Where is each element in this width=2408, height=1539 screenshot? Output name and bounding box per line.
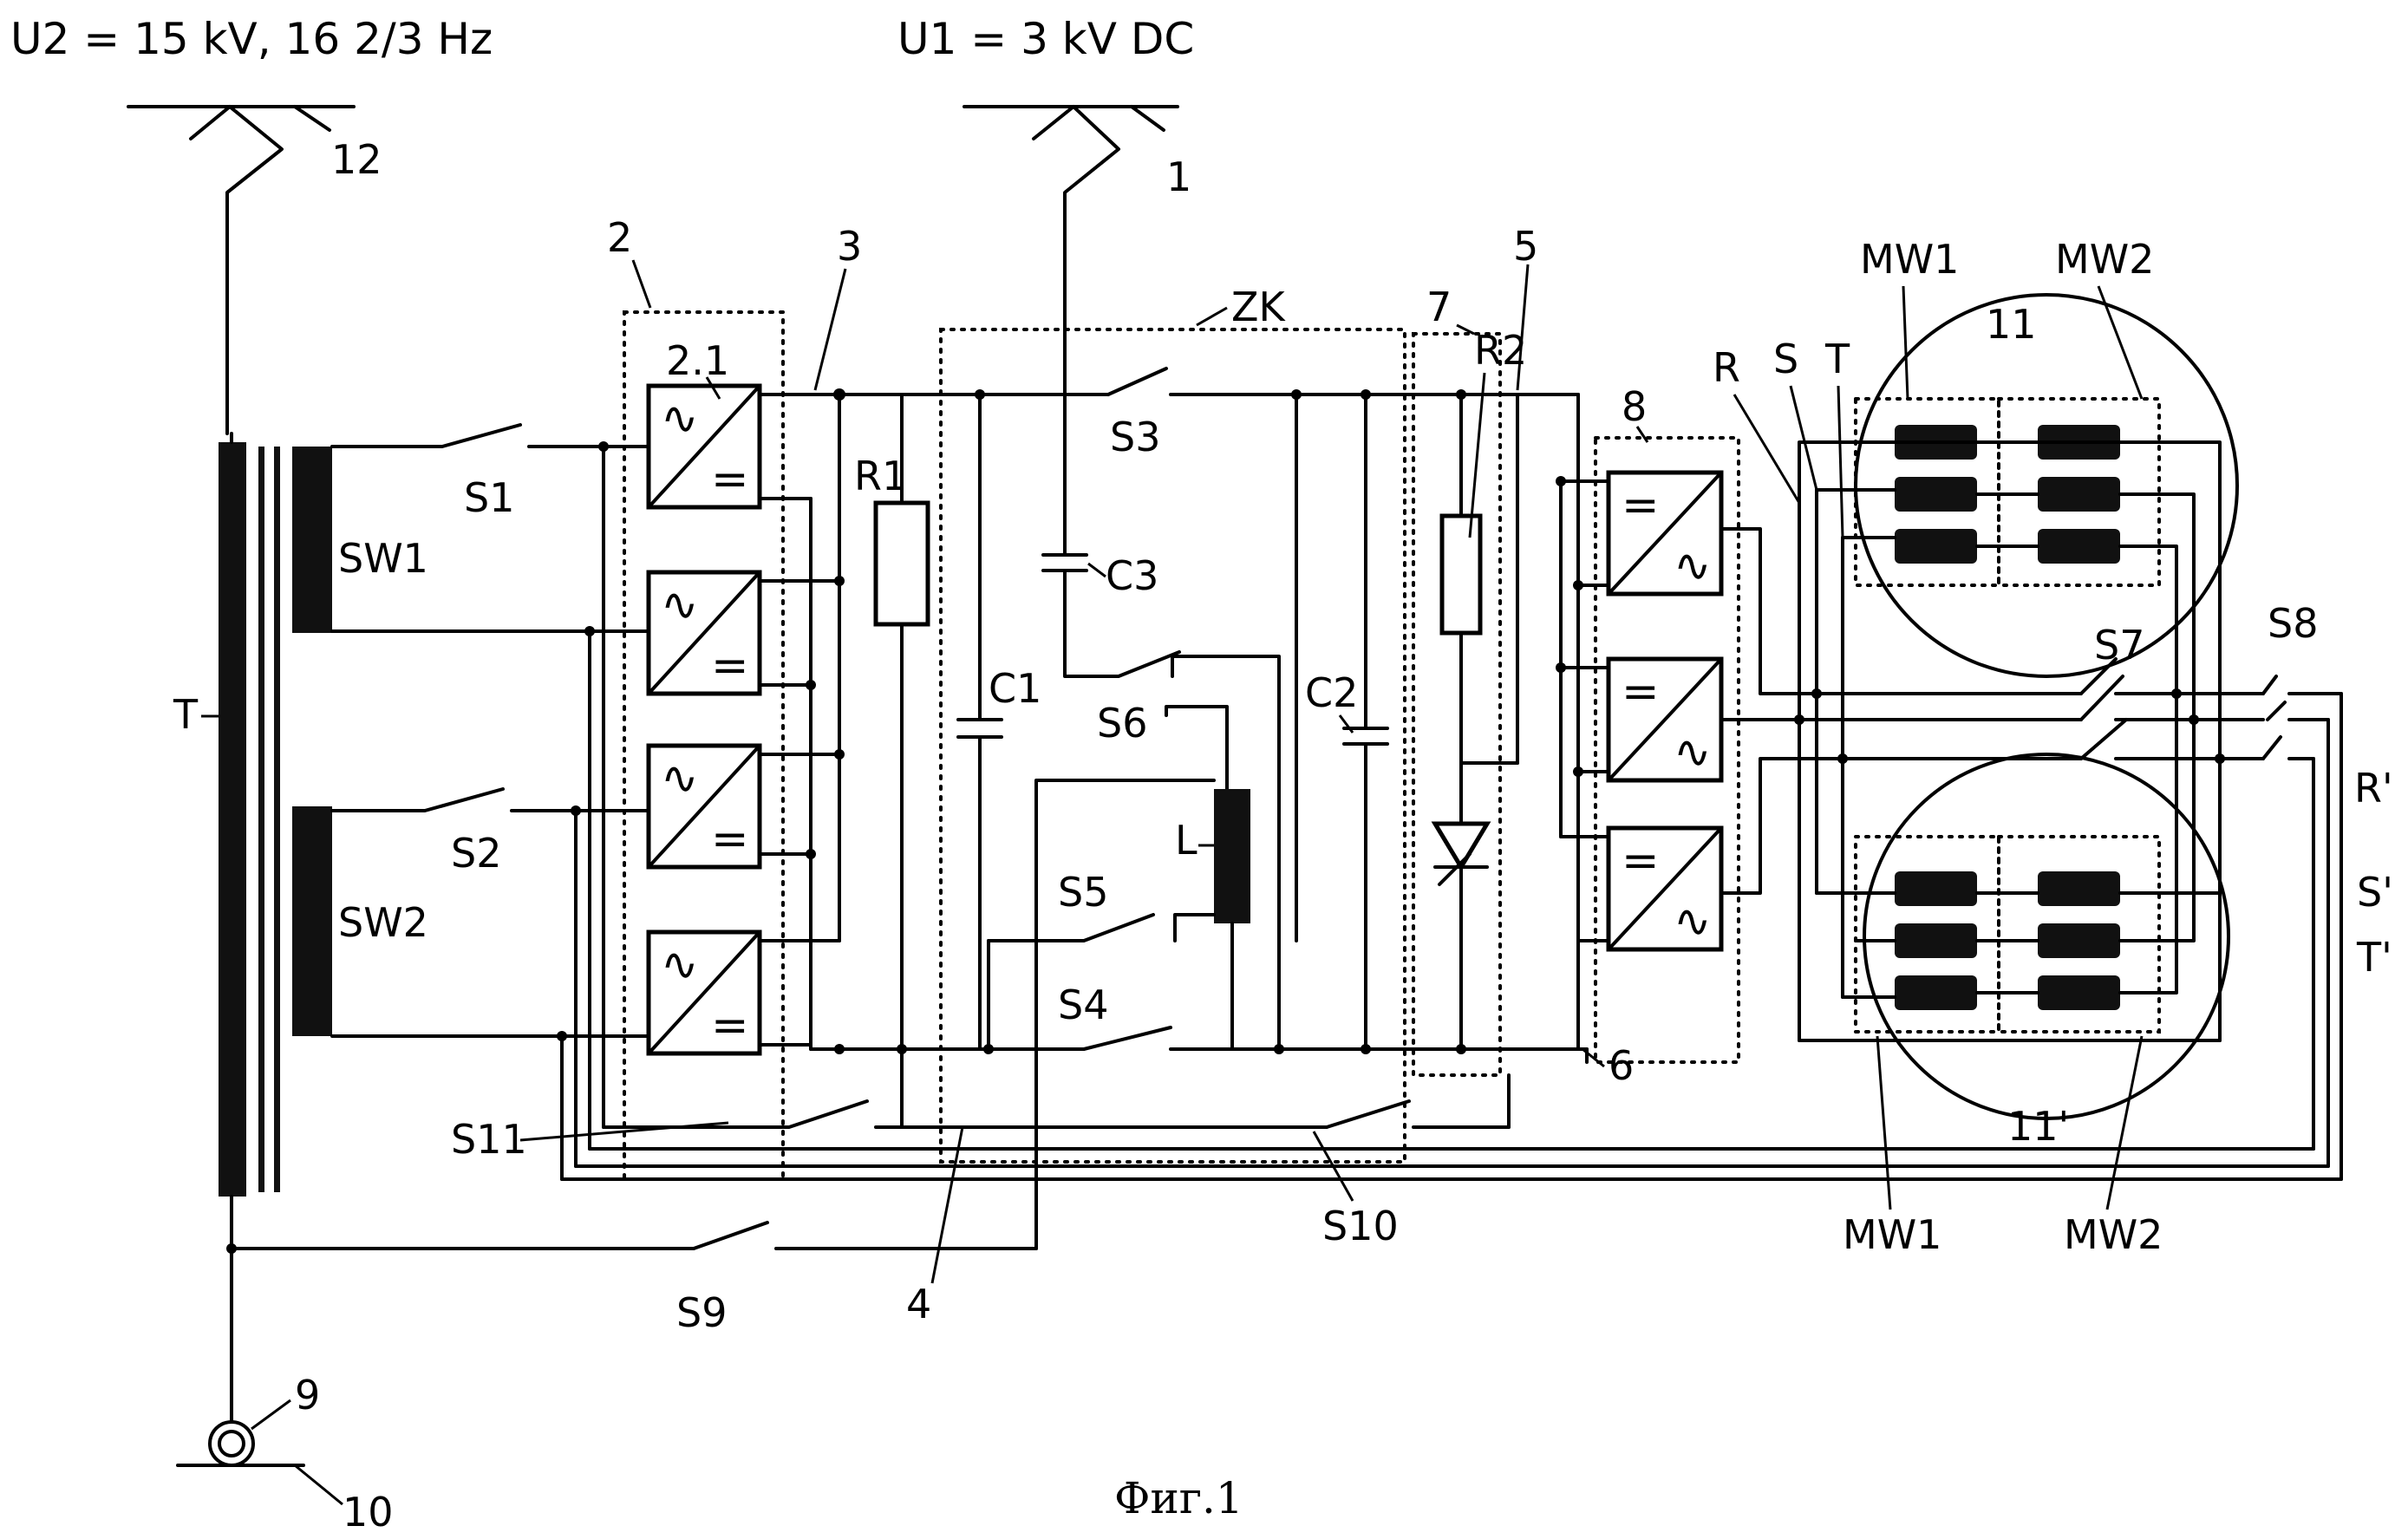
svg-text:=: =: [1622, 479, 1660, 531]
switch-s4-label: S4: [1058, 981, 1108, 1028]
svg-text:∿: ∿: [661, 939, 699, 991]
bus-neg-out-label: 6: [1609, 1042, 1634, 1089]
c1-label: C1: [989, 665, 1041, 712]
inductor-label: L: [1175, 817, 1197, 864]
link-label: ZK: [1231, 284, 1287, 330]
phase-s-label: S: [1773, 336, 1798, 382]
dc-supply-label: U1 = 3 kV DC: [897, 14, 1194, 64]
svg-text:=: =: [711, 640, 749, 692]
converter-4: ∿ =: [649, 932, 760, 1053]
transformer-label: T: [173, 691, 199, 738]
mw1-top-label: MW1: [1860, 236, 1959, 283]
winding1-label: SW1: [338, 535, 428, 582]
ac-supply-label: U2 = 15 kV, 16 2/3 Hz: [10, 14, 493, 64]
dc-pantograph: [964, 107, 1178, 538]
converter-first-label: 2.1: [666, 337, 729, 384]
bus-pos-out-label: 5: [1513, 223, 1538, 270]
transformer: [219, 434, 332, 1422]
switch-s11-label: S11: [451, 1116, 527, 1163]
svg-text:∿: ∿: [661, 753, 699, 805]
chopper-label: 7: [1426, 284, 1452, 330]
ac-pantograph: [128, 107, 354, 434]
mw1-bot-label: MW1: [1843, 1211, 1941, 1258]
motor-bottom-label: 11': [2007, 1103, 2069, 1150]
inverter-group-label: 8: [1622, 383, 1647, 430]
dc-pantograph-label: 1: [1166, 153, 1191, 200]
switch-s10-label: S10: [1322, 1203, 1399, 1249]
svg-text:∿: ∿: [1674, 727, 1712, 779]
ac-pantograph-label: 12: [331, 136, 382, 183]
svg-text:=: =: [711, 1000, 749, 1052]
link-box: [941, 329, 1405, 1162]
bus-pos-label: 3: [837, 223, 862, 270]
motor-top-label: 11: [1986, 301, 2037, 348]
inverter-2: = ∿: [1609, 659, 1721, 780]
mw2-bot-label: MW2: [2064, 1211, 2163, 1258]
switch-s8-label: S8: [2268, 600, 2318, 647]
mw2-top-label: MW2: [2055, 236, 2154, 283]
figure-caption: Фиг.1: [1114, 1473, 1243, 1523]
switch-s1-label: S1: [464, 474, 514, 521]
svg-text:=: =: [711, 453, 749, 505]
wheel: [210, 1422, 253, 1465]
wheel-label: 9: [295, 1372, 320, 1418]
converter-group-label: 2: [607, 214, 632, 261]
switch-s5-label: S5: [1058, 869, 1108, 916]
phase-s2-label: S': [2357, 869, 2393, 916]
rail-label: 10: [343, 1489, 394, 1536]
svg-text:=: =: [1622, 666, 1660, 718]
svg-text:=: =: [711, 813, 749, 865]
svg-text:∿: ∿: [661, 579, 699, 631]
resistor-r2: [1442, 516, 1480, 633]
chopper-box: [1413, 334, 1500, 1075]
inductor-l: [1214, 789, 1250, 923]
winding2-label: SW2: [338, 899, 428, 946]
inverter-3: = ∿: [1609, 828, 1721, 949]
converter-3: ∿ =: [649, 746, 760, 867]
converter-1: ∿ = 2.1: [649, 337, 760, 507]
converter-2: ∿ =: [649, 572, 760, 694]
switch-s9-label: S9: [676, 1289, 727, 1336]
r1-label: R1: [854, 453, 907, 499]
switch-s6-label: S6: [1097, 700, 1147, 747]
inverter-1: = ∿: [1609, 473, 1721, 594]
phase-t-label: T: [1824, 336, 1850, 382]
svg-text:∿: ∿: [1674, 896, 1712, 948]
resistor-r1: [876, 503, 928, 624]
svg-text:∿: ∿: [661, 393, 699, 445]
bus-neg-label: 4: [906, 1281, 931, 1327]
phase-t2-label: T': [2356, 934, 2392, 981]
switch-s2-label: S2: [451, 830, 501, 877]
c2-label: C2: [1305, 669, 1358, 716]
phase-r-label: R: [1713, 344, 1740, 391]
c3-label: C3: [1106, 552, 1158, 599]
switch-s3-label: S3: [1110, 414, 1160, 460]
phase-r2-label: R': [2354, 765, 2393, 812]
svg-text:=: =: [1622, 835, 1660, 887]
svg-text:∿: ∿: [1674, 540, 1712, 592]
